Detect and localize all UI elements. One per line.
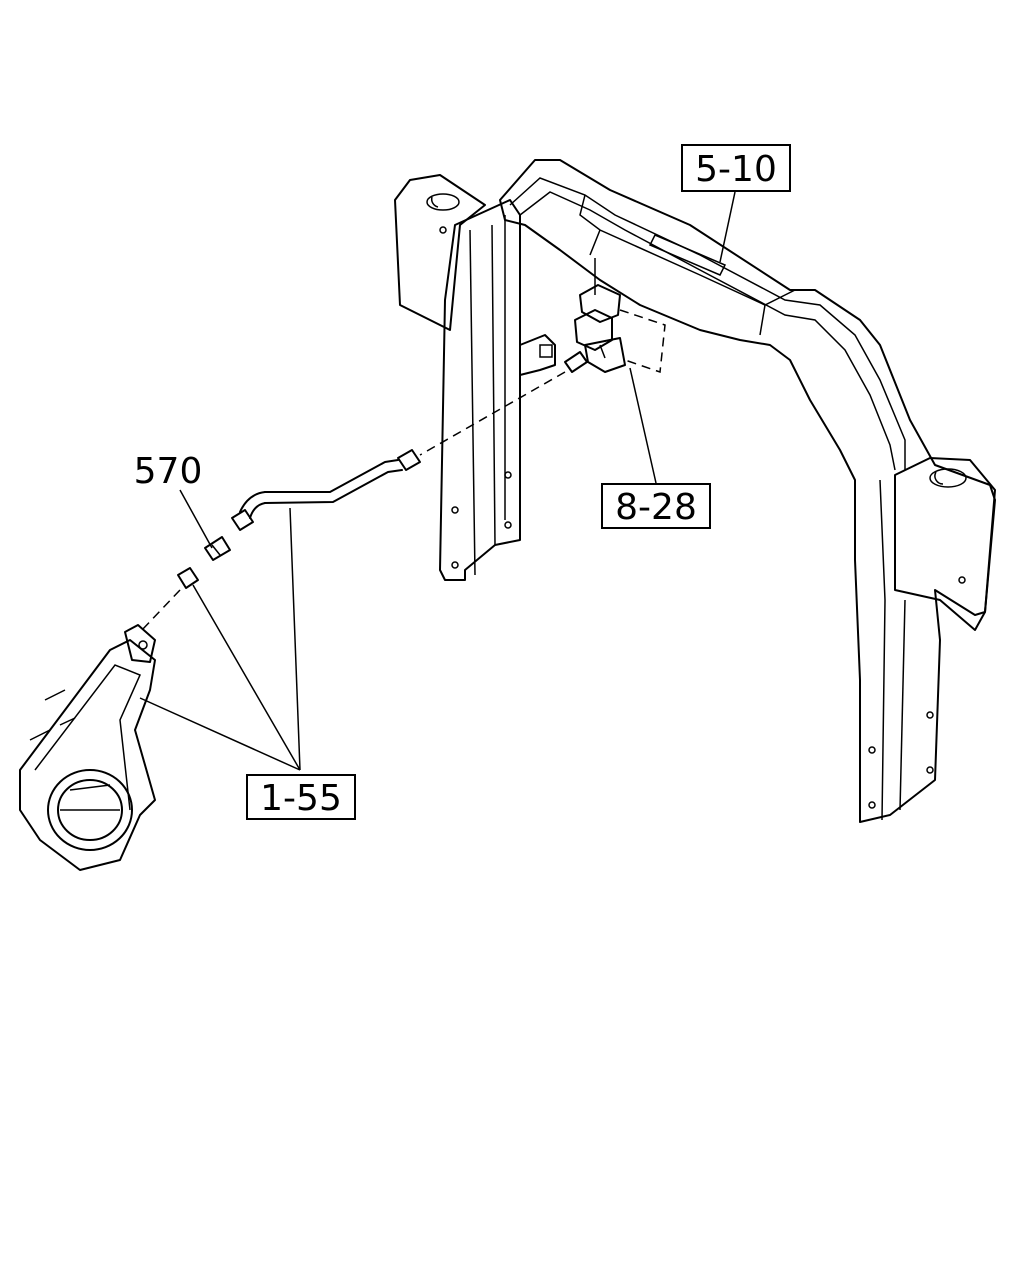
callout-label-5-10: 5-10 xyxy=(695,149,777,190)
callout-570: 570 xyxy=(134,451,203,492)
frame-crossmember xyxy=(394,159,996,823)
callout-label-8-28: 8-28 xyxy=(615,487,697,528)
callout-label-1-55: 1-55 xyxy=(260,778,342,819)
callout-5-10: 5-10 xyxy=(681,144,791,192)
throttle-body xyxy=(19,624,156,871)
leader-lines xyxy=(139,191,736,771)
callout-label-570: 570 xyxy=(134,451,203,492)
vacuum-pipe xyxy=(231,371,566,531)
solenoid-valve xyxy=(564,258,666,374)
callout-1-55: 1-55 xyxy=(246,774,356,820)
callout-8-28: 8-28 xyxy=(601,483,711,529)
fitting-570 xyxy=(141,536,231,631)
